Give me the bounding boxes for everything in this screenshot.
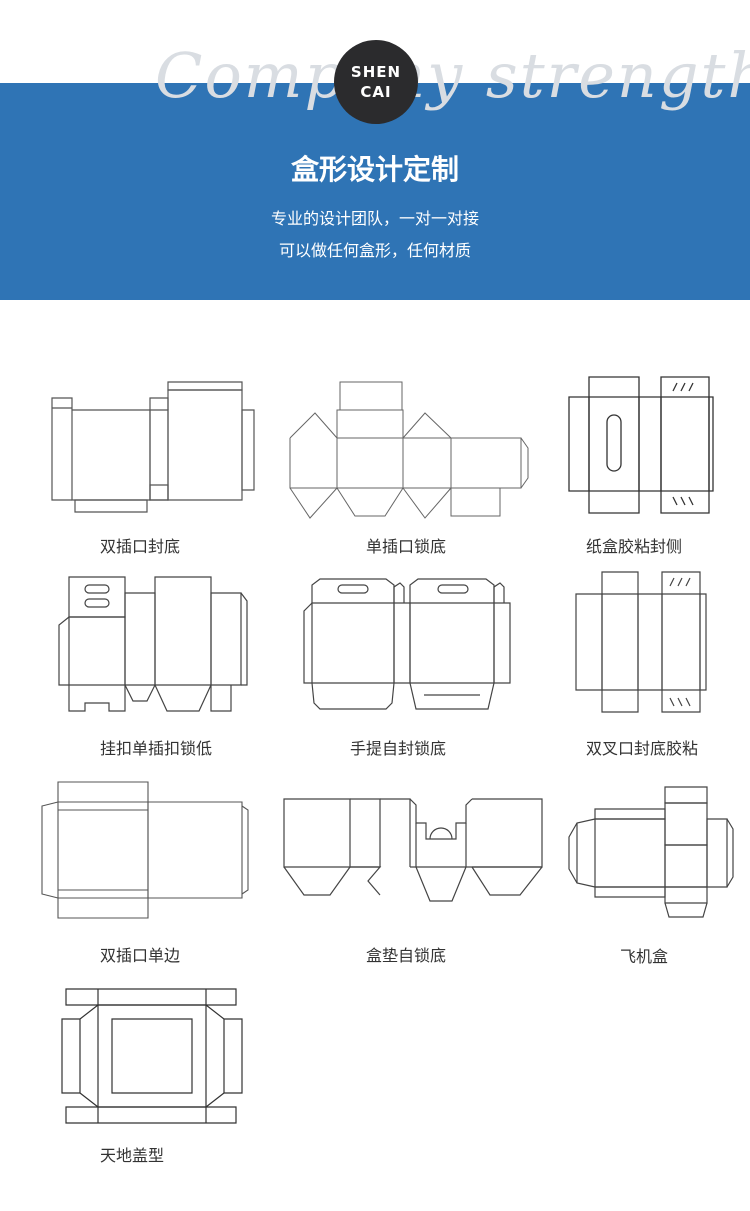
logo-line1: SHEN: [350, 63, 402, 81]
box-label: 双插口单边: [100, 946, 181, 965]
logo: SHEN CAI: [334, 40, 418, 124]
box-label: 挂扣单插扣锁低: [100, 739, 213, 758]
box-label: 双插口封底: [100, 537, 181, 556]
page-title: 盒形设计定制: [290, 153, 459, 186]
tuck-lock-bottom-dieline-icon: [285, 378, 530, 523]
double-tuck-box-dieline-icon: [50, 380, 255, 515]
box-label: 飞机盒: [620, 947, 669, 966]
glued-side-box-dieline-icon: [565, 375, 715, 515]
hanger-tuck-box-dieline-icon: [55, 575, 250, 715]
double-fork-glued-box-dieline-icon: [570, 570, 710, 715]
script-title: Company strength: [155, 39, 750, 112]
subtitle-line1: 专业的设计团队，一对一对接: [270, 209, 479, 228]
box-label: 天地盖型: [100, 1146, 165, 1165]
box-label: 盒垫自锁底: [366, 946, 447, 965]
double-tuck-single-side-dieline-icon: [40, 780, 250, 920]
handle-box-dieline-icon: [300, 575, 515, 715]
subtitle-line2: 可以做任何盒形，任何材质: [278, 241, 471, 260]
box-label: 双叉口封底胶粘: [586, 739, 699, 758]
box-label: 纸盒胶粘封侧: [586, 537, 683, 556]
mailer-box-dieline-icon: [565, 783, 735, 923]
box-pad-lock-bottom-dieline-icon: [280, 795, 545, 905]
box-label: 单插口锁底: [366, 537, 447, 556]
logo-line2: CAI: [360, 83, 392, 101]
lid-base-box-dieline-icon: [60, 985, 245, 1125]
box-label: 手提自封锁底: [350, 739, 447, 758]
